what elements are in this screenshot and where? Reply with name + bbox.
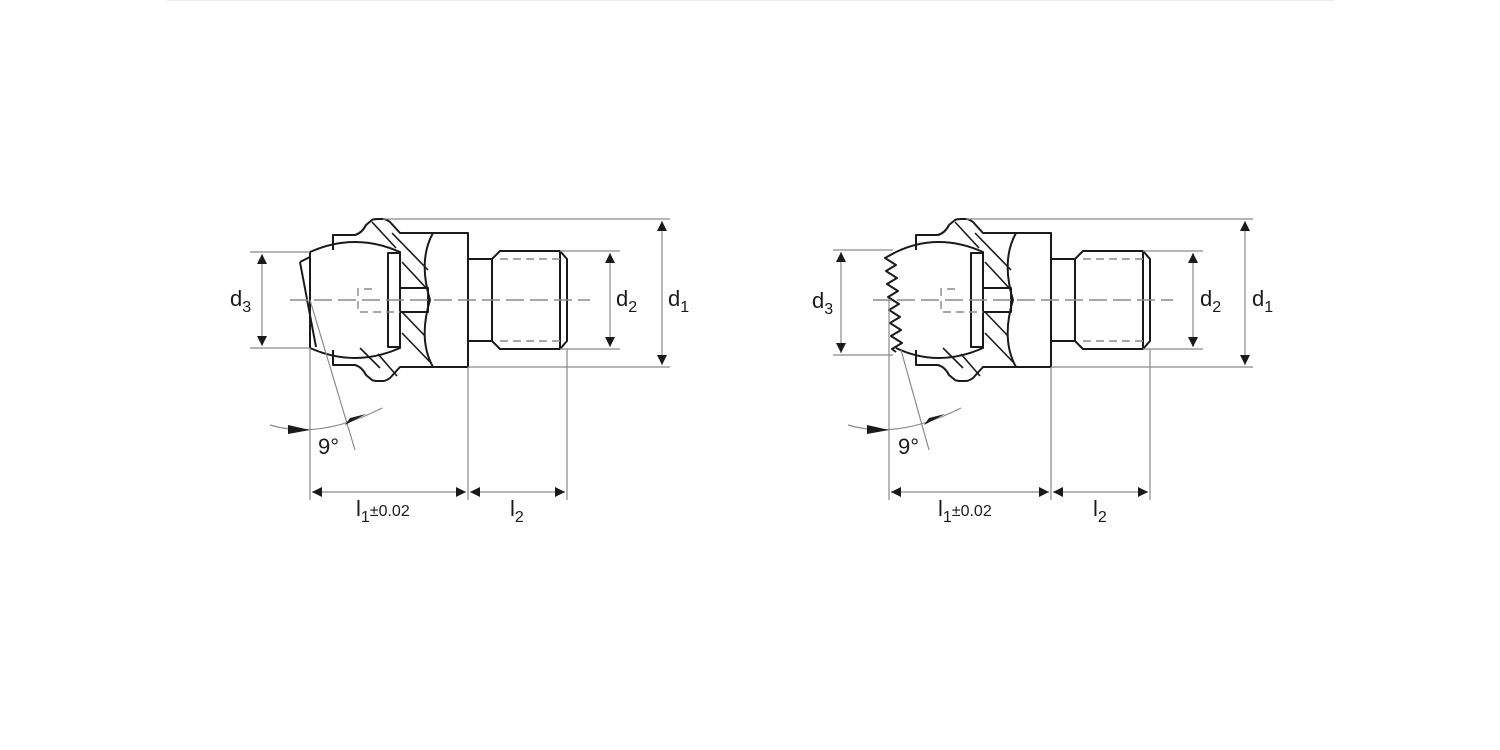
dim-label-d1: d1: [668, 286, 690, 316]
view-serrated-face: [833, 218, 1253, 500]
dim-label-l1: l1±0.02: [938, 496, 992, 526]
angle-label: 9°: [898, 434, 920, 459]
dim-label-d2: d2: [1200, 286, 1222, 316]
dim-label-l2: l2: [1093, 496, 1107, 526]
angle-label: 9°: [318, 434, 340, 459]
dim-label-l1: l1±0.02: [356, 496, 410, 526]
dim-label-d2: d2: [616, 286, 638, 316]
dim-label-d1: d1: [1252, 286, 1274, 316]
view-smooth-face: [250, 218, 670, 500]
dim-label-l2: l2: [510, 496, 524, 526]
dim-label-d3: d3: [230, 286, 252, 316]
top-border-line: [167, 0, 1334, 1]
dim-label-d3: d3: [812, 288, 834, 318]
